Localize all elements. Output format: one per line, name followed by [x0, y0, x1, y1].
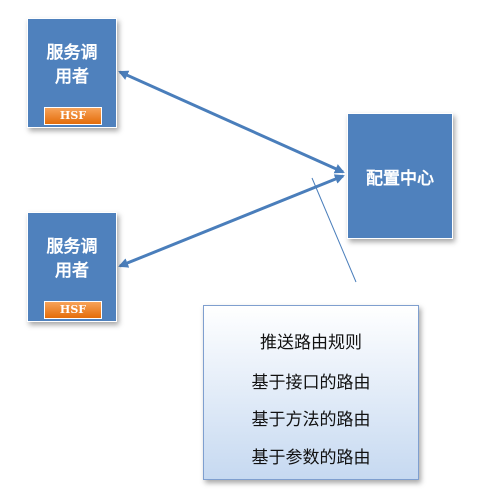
config-center: 配置中心 — [347, 113, 453, 239]
rule-line-interface: 基于接口的路由 — [251, 373, 371, 393]
rule-line-parameter: 基于参数的路由 — [251, 448, 371, 468]
hsf-tag: HSF — [44, 301, 102, 319]
hsf-tag: HSF — [44, 107, 102, 125]
service-consumer-top: 服务调 用者 HSF — [27, 18, 117, 128]
callout-pointer — [311, 177, 357, 283]
consumer-label: 服务调 用者 — [46, 237, 98, 281]
service-consumer-bottom: 服务调 用者 HSF — [27, 212, 117, 322]
arrow-consumer1-config — [118, 70, 345, 174]
rule-line-method: 基于方法的路由 — [251, 410, 371, 430]
config-center-label: 配置中心 — [366, 169, 434, 189]
arrow-consumer2-config — [118, 174, 345, 268]
routing-rules-callout: 推送路由规则 基于接口的路由 基于方法的路由 基于参数的路由 — [203, 305, 419, 480]
consumer-label: 服务调 用者 — [46, 43, 98, 87]
rule-line-push: 推送路由规则 — [260, 333, 362, 353]
